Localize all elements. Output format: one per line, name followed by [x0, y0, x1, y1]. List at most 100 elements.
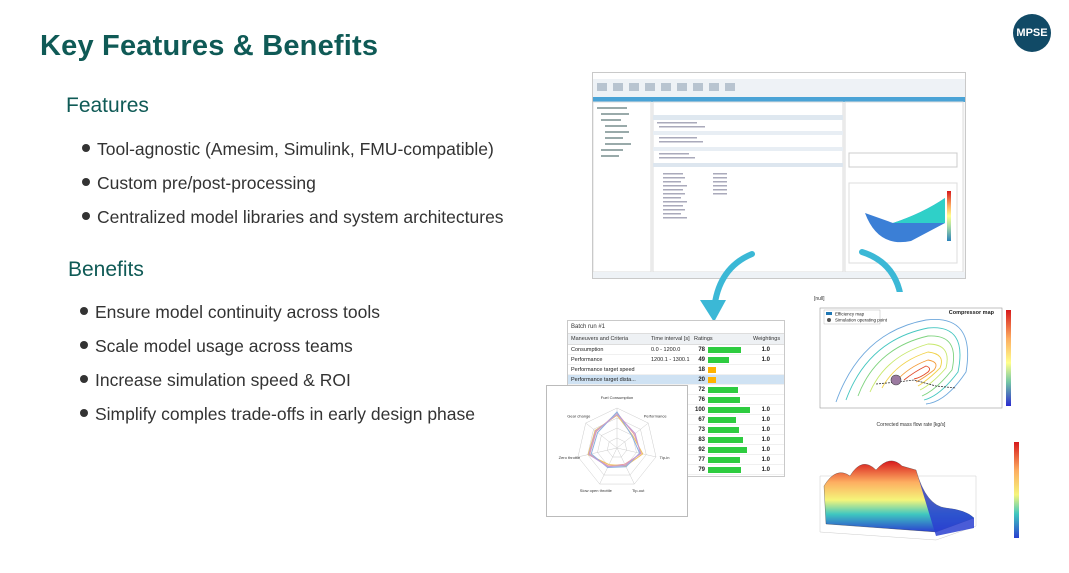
row-weighting: 1.0: [761, 356, 770, 363]
table-row[interactable]: Performance 1200.1 - 1300.1 49 1.0: [568, 355, 784, 365]
bullet-icon: [80, 409, 88, 418]
row-interval: 0.0 - 1200.0: [651, 346, 681, 353]
row-name: Performance target dista...: [571, 376, 636, 383]
radar-grid: [587, 417, 647, 476]
row-rating: 20: [698, 376, 705, 383]
list-item: Increase simulation speed & ROI: [80, 369, 475, 403]
bullet-icon: [80, 341, 88, 350]
rating-bar: [708, 416, 750, 423]
row-weighting: 1.0: [761, 436, 770, 443]
row-rating: 67: [698, 416, 705, 423]
table-row[interactable]: Performance target speed 18: [568, 365, 784, 375]
row-name: Consumption: [571, 346, 604, 353]
row-rating: 100: [694, 406, 705, 413]
rating-bar-fill: [708, 396, 740, 403]
column-header: Maneuvers and Criteria: [571, 336, 629, 342]
contour-title: Compressor map: [949, 310, 995, 316]
rating-bar: [708, 466, 750, 473]
radar-grid: [606, 437, 628, 458]
row-weighting: 1.0: [761, 406, 770, 413]
row-weighting: 1.0: [761, 426, 770, 433]
contour-xlabel: Corrected mass flow rate [kg/s]: [877, 422, 947, 428]
features-heading: Features: [66, 94, 149, 117]
legend-entry: Simulation operating point: [835, 318, 888, 323]
radar-axis-label: Slow open throttle: [580, 488, 613, 493]
row-rating: 76: [698, 396, 705, 403]
batch-title: Batch run #1: [568, 321, 784, 334]
row-rating: 79: [698, 466, 705, 473]
rating-bar-fill: [708, 436, 743, 443]
bullet-icon: [80, 307, 88, 316]
row-name: Performance: [571, 356, 603, 363]
legend-entry: Efficiency map: [835, 312, 865, 317]
list-item: Scale model usage across teams: [80, 335, 475, 369]
rating-bar: [708, 436, 750, 443]
row-interval: 1200.1 - 1300.1: [651, 356, 690, 363]
rating-bar: [708, 477, 750, 478]
rating-bar: [708, 456, 750, 463]
rating-bar: [708, 406, 750, 413]
batch-column-headers: Maneuvers and Criteria Time interval [s]…: [568, 334, 784, 345]
rating-bar-fill: [708, 346, 741, 353]
row-weighting: 1.0: [750, 477, 770, 478]
curved-arrow-left-icon: [700, 251, 755, 322]
row-rating: 72: [698, 386, 705, 393]
rating-bar-fill: [708, 466, 742, 473]
row-rating: 49: [698, 356, 705, 363]
list-item: Simplify comples trade-offs in early des…: [80, 403, 475, 437]
rating-bar-fill: [708, 426, 739, 433]
row-weighting: 1.0: [761, 456, 770, 463]
surface-plot-image: [819, 442, 1019, 541]
row-rating: 73: [698, 426, 705, 433]
radar-axis: [616, 447, 657, 458]
row-weighting: 1.0: [761, 346, 770, 353]
rating-bar-fill: [708, 366, 716, 373]
rating-bar: [708, 346, 750, 353]
radar-axis: [577, 447, 618, 458]
radar-series: [587, 414, 644, 467]
rating-bar: [708, 376, 750, 383]
rating-bar-fill: [708, 356, 729, 363]
column-header: Weightings: [753, 336, 781, 342]
row-rating: 83: [698, 436, 705, 443]
rating-bar-fill: [708, 416, 737, 423]
list-item: Ensure model continuity across tools: [80, 301, 475, 335]
contour-ylabel: [null]: [814, 296, 825, 302]
row-rating: 18: [698, 366, 705, 373]
page-title: Key Features & Benefits: [40, 30, 379, 62]
rating-bar-fill: [708, 376, 717, 383]
rating-bar: [708, 396, 750, 403]
row-rating: 92: [698, 446, 705, 453]
radar-axis-label: Zero throttle: [559, 455, 581, 460]
bullet-icon: [82, 178, 90, 187]
radar-series: [588, 413, 641, 468]
rating-bar: [708, 366, 750, 373]
row-weighting: 1.0: [761, 466, 770, 473]
row-name: Performance target speed: [571, 366, 635, 373]
radar-axis-label: Performance: [644, 414, 668, 419]
compressor-map-panel: [null] Compressor map Efficiency map Sim…: [806, 292, 1018, 430]
rating-bar-fill: [708, 477, 743, 478]
radar-grid: [577, 407, 657, 485]
radar-axis-label: Fuel Consumption: [601, 395, 633, 400]
list-item: Custom pre/post-processing: [82, 172, 504, 206]
column-header: Time interval [s]: [651, 336, 690, 342]
radar-axis-label: Gear change: [567, 414, 591, 419]
row-weighting: 1.0: [761, 446, 770, 453]
rating-bar: [708, 386, 750, 393]
table-row[interactable]: Performance target dista... 20: [568, 375, 784, 385]
row-rating: 84: [691, 477, 705, 478]
rating-bar-fill: [708, 406, 750, 413]
features-list: Tool-agnostic (Amesim, Simulink, FMU-com…: [82, 138, 504, 240]
radar-axis: [585, 422, 618, 449]
bullet-icon: [82, 212, 90, 221]
list-item: Tool-agnostic (Amesim, Simulink, FMU-com…: [82, 138, 504, 172]
surface-plot-panel: [806, 436, 1026, 548]
benefits-heading: Benefits: [68, 258, 144, 281]
row-rating: 77: [698, 456, 705, 463]
column-header: Ratings: [694, 336, 713, 342]
rating-bar-fill: [708, 456, 741, 463]
rating-bar: [708, 356, 750, 363]
